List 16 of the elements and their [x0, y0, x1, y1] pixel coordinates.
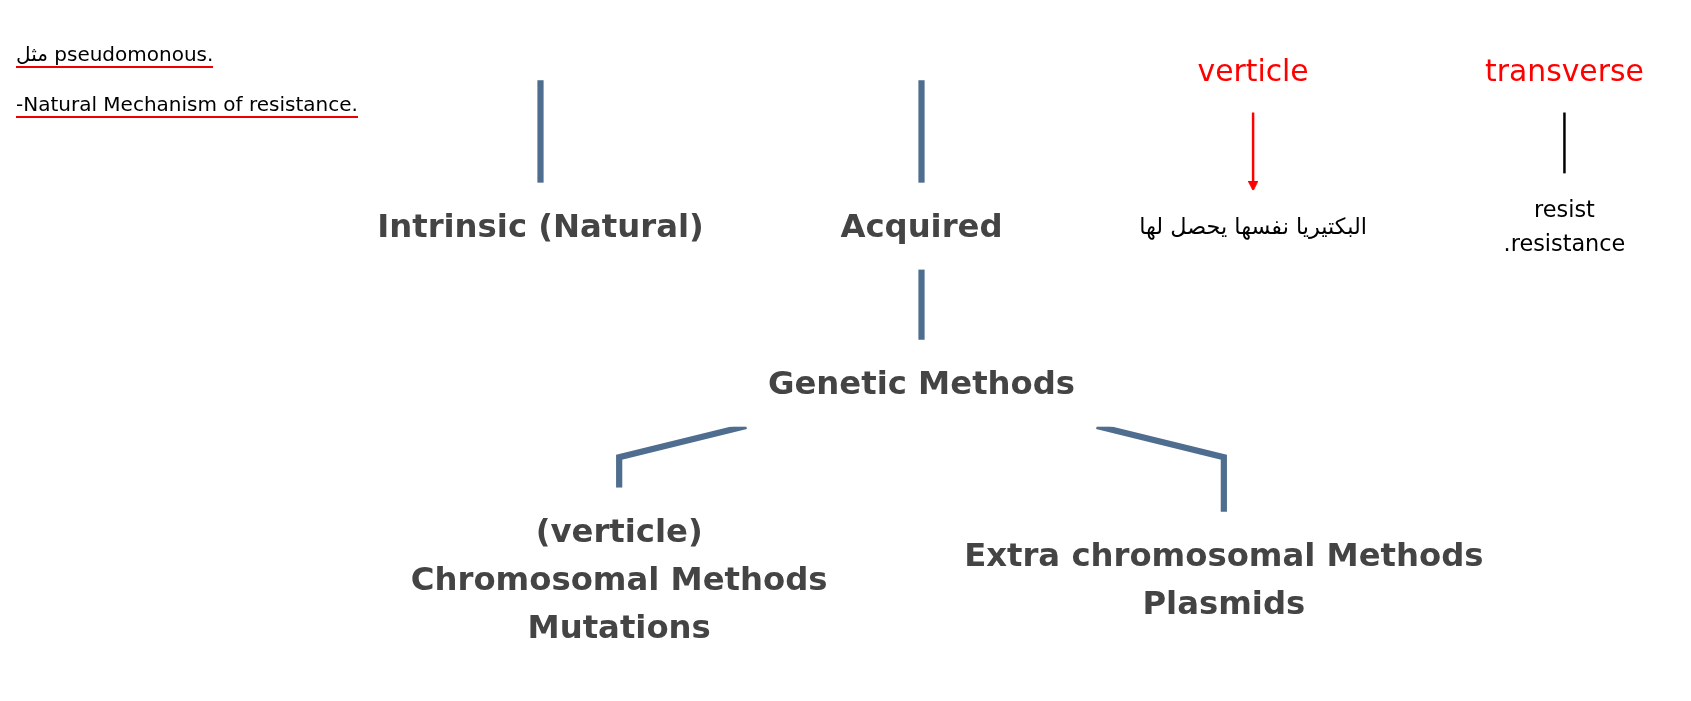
handwritten-note: -Natural Mechanism of resistance. — [16, 92, 358, 118]
arrow — [1247, 112, 1259, 192]
node-text: (verticle) Chromosomal Methods Mutations — [410, 511, 828, 647]
node-text: Extra chromosomal Methods Plasmids — [964, 536, 1484, 622]
node-text: verticle — [1197, 53, 1309, 89]
node-text: Genetic Methods — [767, 364, 1076, 402]
node-text: resist .resistance — [1503, 196, 1626, 257]
node-text: transverse — [1485, 53, 1644, 89]
node-text: البكتيريا نفسها يحصل لها — [1139, 213, 1367, 240]
connector — [537, 80, 544, 184]
node-text: Intrinsic (Natural) — [377, 207, 704, 245]
connector — [918, 269, 925, 341]
handwritten-note: مثل pseudomonous. — [16, 42, 214, 68]
node-text: Acquired — [840, 207, 1003, 245]
connector — [918, 80, 925, 184]
connector — [1563, 112, 1566, 175]
